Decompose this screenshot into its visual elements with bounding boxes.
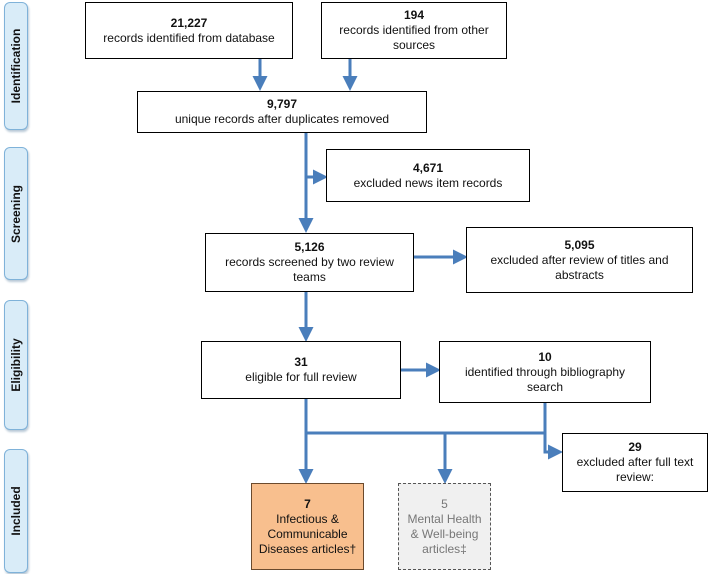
infectious-count: 7 [304, 496, 311, 511]
box-mental-health-articles: 5 Mental Health & Well-being articles‡ [398, 483, 491, 570]
screened-count: 5,126 [294, 240, 325, 254]
biblio-count: 10 [538, 349, 552, 364]
eligible-count: 31 [294, 355, 308, 369]
box-excluded-titles: 5,095 excluded after review of titles an… [466, 227, 693, 293]
biblio-text: identified through bibliography search [464, 364, 626, 394]
fulltext-count: 29 [628, 440, 642, 454]
box-eligible: 31 eligible for full review [201, 341, 401, 399]
stage-screening: Screening [4, 147, 28, 280]
box-excluded-news: 4,671 excluded news item records [326, 149, 530, 202]
box-other-sources: 194 records identified from other source… [321, 2, 507, 59]
mental-count: 5 [441, 496, 448, 511]
fulltext-text: excluded after full text review: [576, 455, 694, 484]
box-bibliography: 10 identified through bibliography searc… [439, 341, 651, 403]
database-text: records identified from database [103, 30, 275, 45]
screened-text: records screened by two review teams [225, 255, 394, 284]
infectious-text: Infectious & Communicable Diseases artic… [258, 511, 357, 556]
titles-text: excluded after review of titles and abst… [490, 252, 669, 282]
box-database-records: 21,227 records identified from database [85, 2, 293, 59]
news-count: 4,671 [412, 160, 444, 175]
mental-text: Mental Health & Well-being articles‡ [407, 511, 482, 556]
database-count: 21,227 [170, 15, 208, 30]
titles-count: 5,095 [564, 237, 595, 252]
unique-count: 9,797 [266, 97, 298, 111]
box-infectious-articles: 7 Infectious & Communicable Diseases art… [251, 483, 364, 570]
unique-text: unique records after duplicates removed [174, 112, 390, 126]
stage-included: Included [4, 449, 28, 573]
other-text: records identified from other sources [339, 23, 489, 52]
eligible-text: eligible for full review [245, 370, 357, 384]
stage-identification: Identification [4, 2, 28, 130]
other-count: 194 [403, 8, 425, 22]
arrow-to-fulltext [543, 433, 563, 460]
stage-eligibility: Eligibility [4, 300, 28, 430]
news-text: excluded news item records [353, 175, 503, 190]
box-screened-records: 5,126 records screened by two review tea… [205, 233, 414, 292]
box-unique-records: 9,797 unique records after duplicates re… [137, 91, 427, 133]
box-excluded-fulltext: 29 excluded after full text review: [562, 433, 708, 492]
